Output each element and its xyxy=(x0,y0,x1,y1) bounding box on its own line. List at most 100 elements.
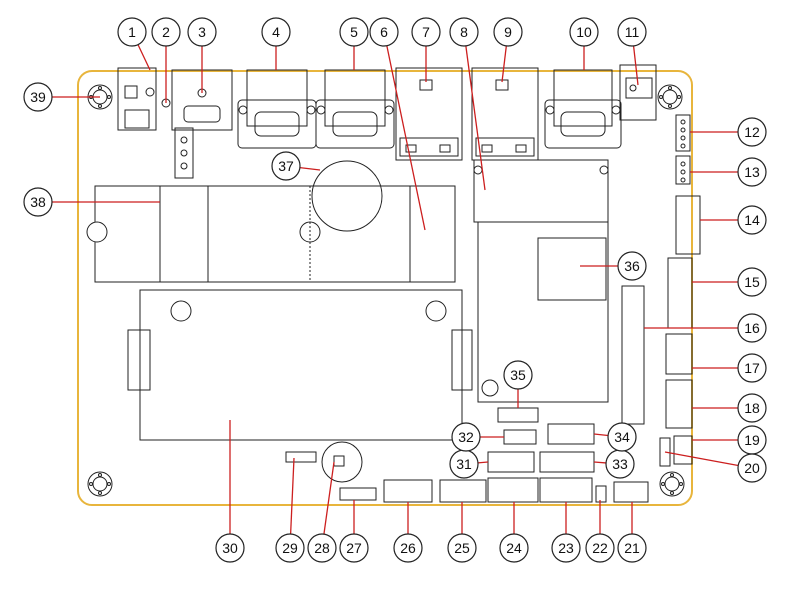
callout-label: 33 xyxy=(612,456,628,472)
callout-circle xyxy=(569,17,599,47)
callout-label: 6 xyxy=(380,24,388,40)
callout-14: 14 xyxy=(700,205,767,235)
callout-23: 23 xyxy=(551,502,581,563)
mid-header-33 xyxy=(539,451,595,473)
mini-pcie-slot xyxy=(473,159,609,223)
callout-label: 39 xyxy=(30,89,46,105)
callout-circle xyxy=(451,422,481,452)
callout-label: 19 xyxy=(744,432,760,448)
callout-22: 22 xyxy=(585,500,615,563)
vga-port-b xyxy=(237,69,317,149)
callout-circle xyxy=(617,17,647,47)
callout-label: 3 xyxy=(198,24,206,40)
callout-1: 1 xyxy=(117,17,151,71)
callout-circle xyxy=(585,533,615,563)
callout-label: 4 xyxy=(272,24,280,40)
callout-18: 18 xyxy=(692,393,767,423)
callout-label: 5 xyxy=(350,24,358,40)
bottom-header-27 xyxy=(339,487,377,501)
callout-label: 10 xyxy=(576,24,592,40)
callout-35: 35 xyxy=(503,360,533,408)
callout-13: 13 xyxy=(690,157,767,187)
callout-label: 17 xyxy=(744,360,760,376)
leader-line xyxy=(477,461,489,464)
callout-label: 8 xyxy=(460,24,468,40)
leader-line xyxy=(137,44,151,71)
bottom-header-26 xyxy=(383,479,433,503)
callout-circle xyxy=(307,533,337,563)
power-header xyxy=(161,98,194,179)
callout-33: 33 xyxy=(593,449,635,479)
callout-label: 21 xyxy=(624,540,640,556)
bottom-jumper-22 xyxy=(595,485,607,503)
callout-circle xyxy=(261,17,291,47)
callout-29: 29 xyxy=(275,457,305,563)
callout-label: 26 xyxy=(400,540,416,556)
callout-10: 10 xyxy=(569,17,599,70)
m2-slot-small xyxy=(409,185,456,283)
callout-label: 9 xyxy=(504,24,512,40)
callout-4: 4 xyxy=(261,17,291,70)
callout-circle xyxy=(737,393,767,423)
callout-12: 12 xyxy=(690,117,767,147)
callout-circle xyxy=(23,187,53,217)
callout-circle xyxy=(369,17,399,47)
callout-36: 36 xyxy=(580,251,647,281)
callout-circle xyxy=(411,17,441,47)
callout-label: 24 xyxy=(506,540,522,556)
callout-16: 16 xyxy=(644,313,767,343)
sim-connector xyxy=(621,285,645,425)
callout-38: 38 xyxy=(23,187,160,217)
callout-circle xyxy=(271,151,301,181)
mount-hole-bottom-right xyxy=(659,471,685,497)
side-header-17 xyxy=(665,333,693,375)
callout-circle xyxy=(551,533,581,563)
bottom-header-23 xyxy=(539,477,593,503)
leader-line xyxy=(632,45,639,86)
callout-circle xyxy=(339,533,369,563)
callout-label: 36 xyxy=(624,258,640,274)
callout-20: 20 xyxy=(664,451,767,483)
callout-32: 32 xyxy=(451,422,504,452)
leader-line xyxy=(323,461,335,535)
side-header-14 xyxy=(675,195,701,255)
callout-28: 28 xyxy=(307,461,337,563)
callout-label: 12 xyxy=(744,124,760,140)
bottom-header-25 xyxy=(439,479,487,503)
callout-circle xyxy=(151,17,181,47)
callout-circle xyxy=(737,157,767,187)
side-header-15 xyxy=(667,257,693,329)
rj45-port-a xyxy=(395,67,463,161)
callout-label: 38 xyxy=(30,194,46,210)
callout-label: 14 xyxy=(744,212,760,228)
callout-30: 30 xyxy=(215,420,245,563)
small-component-29 xyxy=(285,451,317,463)
callout-circle xyxy=(275,533,305,563)
callout-label: 25 xyxy=(454,540,470,556)
callout-label: 18 xyxy=(744,400,760,416)
callout-circle xyxy=(737,313,767,343)
leader-line xyxy=(289,457,295,535)
callout-26: 26 xyxy=(393,502,423,563)
callout-circle xyxy=(449,17,479,47)
side-header-19 xyxy=(673,435,693,465)
mid-header-35 xyxy=(497,407,539,423)
callout-label: 32 xyxy=(458,429,474,445)
callout-label: 23 xyxy=(558,540,574,556)
callout-label: 16 xyxy=(744,320,760,336)
side-header-18 xyxy=(665,379,693,429)
callout-7: 7 xyxy=(411,17,441,82)
callout-circle xyxy=(617,251,647,281)
mid-header-31 xyxy=(487,451,535,473)
callout-circle xyxy=(447,533,477,563)
callout-5: 5 xyxy=(339,17,369,70)
callout-21: 21 xyxy=(617,502,647,563)
callout-19: 19 xyxy=(692,425,767,455)
callout-27: 27 xyxy=(339,500,369,563)
callout-label: 34 xyxy=(614,429,630,445)
side-header-13 xyxy=(675,155,691,185)
callout-label: 28 xyxy=(314,540,330,556)
callout-circle xyxy=(617,533,647,563)
